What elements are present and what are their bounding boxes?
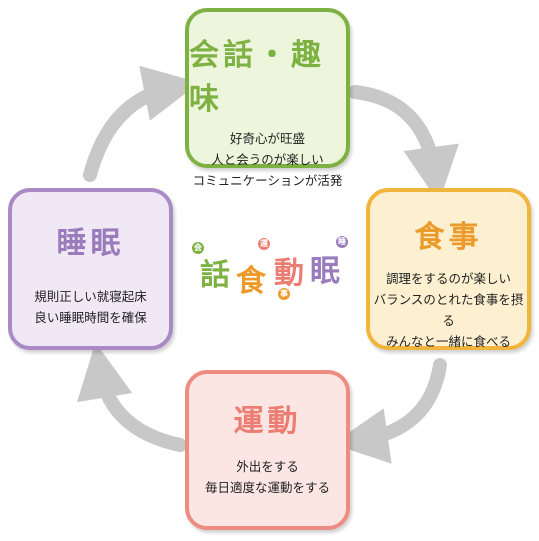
logo-char: 話	[200, 258, 230, 293]
card-line: 好奇心が旺盛	[229, 131, 305, 146]
card-title: 食事	[414, 220, 483, 255]
card-line: 調理をするのが楽しい	[385, 271, 511, 286]
logo-badge: 睡	[336, 236, 348, 248]
logo-char: 動	[274, 256, 304, 291]
card-meal: 食事 調理をするのが楽しい バランスのとれた食事を摂る みんなと一緒に食べる	[366, 188, 531, 350]
logo-badge: 運	[258, 238, 270, 250]
card-line: 良い睡眠時間を確保	[34, 310, 147, 325]
card-line: コミュニケーションが活発	[192, 173, 343, 188]
card-title: 睡眠	[56, 226, 125, 261]
card-title: 会話・趣味	[189, 38, 325, 117]
card-sleep: 睡眠 規則正しい就寝起床 良い睡眠時間を確保	[8, 188, 173, 350]
center-logo: 会 話 食 運 動 事 眠 睡	[192, 236, 352, 306]
arrow-left-to-top	[83, 65, 200, 182]
card-line: 外出をする	[236, 459, 299, 474]
card-line: 毎日適度な運動をする	[204, 480, 330, 495]
card-line: 人と会うのが楽しい	[211, 152, 324, 167]
logo-badge: 事	[278, 288, 290, 300]
card-line: みんなと一緒に食べる	[385, 334, 511, 349]
arrow-top-to-right	[348, 85, 460, 203]
arrow-bottom-to-left	[77, 342, 187, 452]
card-conversation-hobby: 会話・趣味 好奇心が旺盛 人と会うのが楽しい コミュニケーションが活発	[185, 8, 350, 188]
logo-char: 食	[236, 264, 266, 299]
logo-badge: 会	[192, 242, 204, 254]
card-line: バランスのとれた食事を摂る	[373, 292, 524, 328]
logo-char: 眠	[310, 254, 340, 289]
card-exercise: 運動 外出をする 毎日適度な運動をする	[185, 370, 350, 530]
card-title: 運動	[233, 404, 302, 439]
arrow-right-to-bottom	[332, 358, 447, 464]
card-line: 規則正しい就寝起床	[34, 289, 147, 304]
